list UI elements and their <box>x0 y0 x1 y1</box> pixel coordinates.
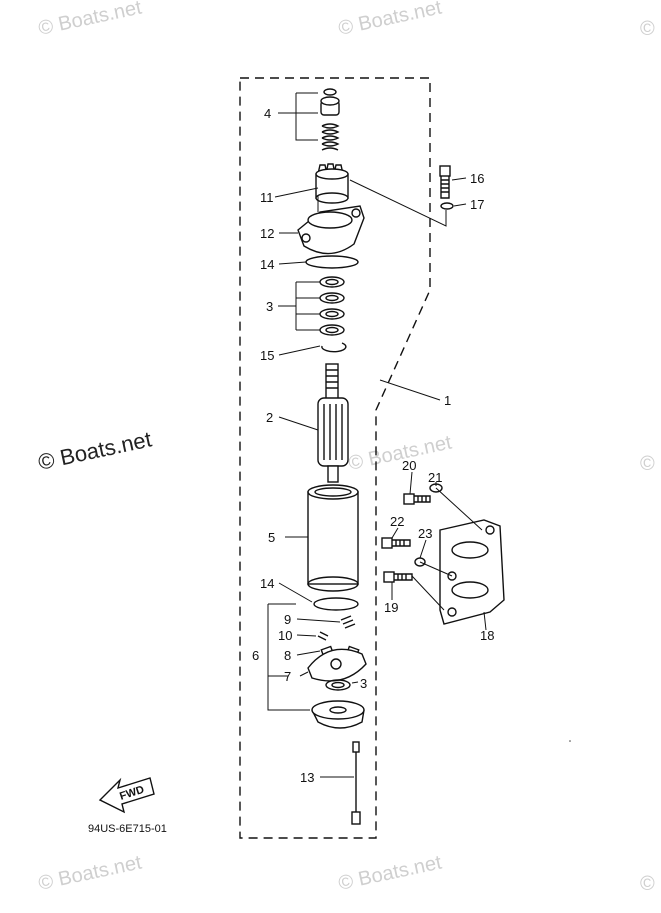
part-6-rear-cover <box>311 700 365 729</box>
callout-3-lower: 3 <box>360 676 367 691</box>
part-18-starter-bracket <box>439 519 505 625</box>
part-15-snap-ring <box>321 342 347 353</box>
part-17-washer <box>440 202 454 210</box>
watermark-bottom-left: © Boats.net <box>36 851 144 894</box>
callout-1: 1 <box>444 393 451 408</box>
watermark-edge-mid: © <box>640 453 655 475</box>
part-3-washer-stack <box>319 276 345 336</box>
watermark-edge-top: © <box>640 18 655 40</box>
callout-numbers: 1 2 3 3 4 5 6 7 8 9 10 11 12 13 14 14 15… <box>252 106 494 785</box>
watermark-top-right: © Boats.net <box>336 0 444 40</box>
part-2-armature <box>317 363 349 483</box>
callout-18: 18 <box>480 628 494 643</box>
callout-20: 20 <box>402 458 416 473</box>
part-22-bolt <box>381 537 411 549</box>
callout-15: 15 <box>260 348 274 363</box>
part-19-bolt <box>383 571 413 583</box>
callout-10: 10 <box>278 628 292 643</box>
callout-4: 4 <box>264 106 271 121</box>
stray-mark <box>569 740 571 742</box>
watermark-center-mid: © Boats.net <box>346 431 454 474</box>
callout-19: 19 <box>384 600 398 615</box>
callout-2: 2 <box>266 410 273 425</box>
callout-9: 9 <box>284 612 291 627</box>
callout-11: 11 <box>260 190 274 205</box>
part-3-washer-lower <box>325 679 351 691</box>
callout-8: 8 <box>284 648 291 663</box>
callout-14-upper: 14 <box>260 257 274 272</box>
part-4-pinion-set <box>320 88 340 151</box>
callout-14-lower: 14 <box>260 576 274 591</box>
callout-13: 13 <box>300 770 314 785</box>
part-14-o-ring-upper <box>305 255 359 269</box>
watermark-top-left: © Boats.net <box>36 0 144 40</box>
part-13-through-bolt <box>351 741 361 825</box>
callout-7: 7 <box>284 669 291 684</box>
callout-22: 22 <box>390 514 404 529</box>
leader-lines <box>267 92 487 778</box>
part-16-bolt <box>439 165 451 199</box>
callout-12: 12 <box>260 226 274 241</box>
callout-3-upper: 3 <box>266 299 273 314</box>
watermark-left-mid: © Boats.net <box>36 426 154 474</box>
part-12-front-bracket <box>297 205 365 255</box>
callout-6: 6 <box>252 648 259 663</box>
watermark-bottom-right: © Boats.net <box>336 851 444 894</box>
callout-16: 16 <box>470 171 484 186</box>
part-11-pinion-gear <box>315 163 349 204</box>
part-5-yoke <box>307 484 359 592</box>
callout-5: 5 <box>268 530 275 545</box>
callout-23: 23 <box>418 526 432 541</box>
watermark-edge-bottom: © <box>640 873 655 895</box>
drawing-code: 94US-6E715-01 <box>88 823 167 835</box>
part-14-o-ring-lower <box>313 597 359 611</box>
callout-17: 17 <box>470 197 484 212</box>
part-7-brush-holder <box>307 648 367 682</box>
callout-21: 21 <box>428 470 442 485</box>
fwd-arrow-icon: FWD <box>98 777 155 814</box>
part-20-bolt <box>403 493 431 505</box>
assembly-boundary <box>239 77 431 839</box>
